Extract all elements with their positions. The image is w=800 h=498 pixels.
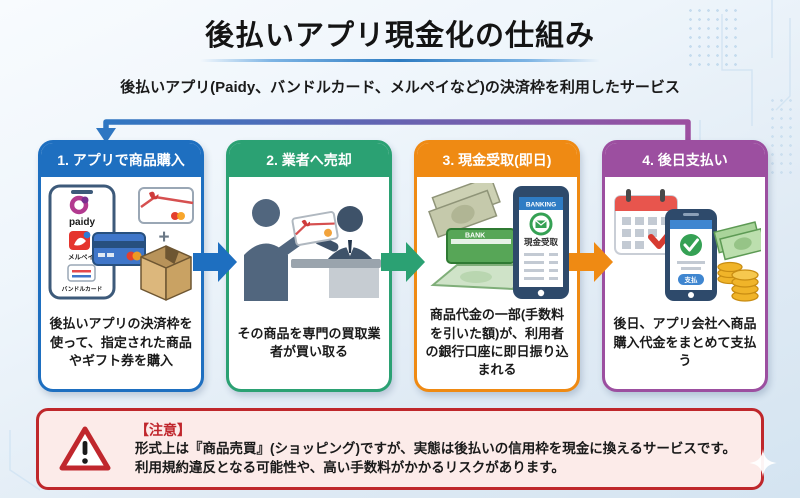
page-title: 後払いアプリ現金化の仕組み bbox=[204, 20, 595, 52]
step-1-title: 1. アプリで商品購入 bbox=[57, 152, 185, 168]
step-card-3: 3. 現金受取(即日) BANK bbox=[414, 140, 580, 392]
banking-phone-icon: BANKING 現金受取 bbox=[513, 186, 569, 299]
bank-passbook-label: BANK bbox=[465, 233, 485, 240]
step-arrow-3-icon bbox=[569, 242, 613, 282]
vandle-card-label: バンドルカード bbox=[62, 286, 103, 293]
step-4-illustration: 支払 bbox=[605, 177, 765, 305]
clerk-icon bbox=[314, 206, 374, 261]
package-box-icon bbox=[140, 245, 192, 301]
paidy-logo: paidy bbox=[69, 195, 96, 228]
step-4-header: 4. 後日支払い bbox=[605, 143, 765, 177]
step-3-illustration: BANK BANKING 現金受取 bbox=[417, 177, 577, 305]
step-4-description: 後日、アプリ会社へ商品購入代金をまとめて支払う bbox=[613, 316, 757, 369]
banking-app-label: BANKING bbox=[526, 202, 556, 209]
customer-icon bbox=[244, 199, 313, 301]
coin-stack-icon bbox=[717, 261, 759, 302]
title-underline bbox=[200, 59, 600, 62]
step-3-description: 商品代金の一部(手数料を引いた額)が、利用者の銀行口座に即日振り込まれる bbox=[425, 307, 569, 378]
gift-card-icon bbox=[291, 211, 339, 246]
caution-text-block: 【注意】 形式上は『商品売買』(ショッピング)ですが、実態は後払いの信用枠を現金… bbox=[135, 421, 736, 477]
step-1-description: 後払いアプリの決済枠を使って、指定された商品やギフト券を購入 bbox=[49, 316, 193, 369]
credit-card-icon bbox=[92, 232, 146, 266]
step-card-4: 4. 後日支払い bbox=[602, 140, 768, 392]
step-4-title: 4. 後日支払い bbox=[642, 152, 728, 168]
cash-receive-label: 現金受取 bbox=[524, 237, 559, 247]
step-card-1: 1. アプリで商品購入 paidy メルペイ bbox=[38, 140, 204, 392]
step-2-header: 2. 業者へ売却 bbox=[229, 143, 389, 177]
step-3-title: 3. 現金受取(即日) bbox=[442, 152, 552, 168]
caution-box: 【注意】 形式上は『商品売買』(ショッピング)ですが、実態は後払いの信用枠を現金… bbox=[36, 408, 764, 490]
step-2-illustration bbox=[229, 177, 389, 305]
bank-passbook-icon: BANK bbox=[430, 228, 527, 291]
pay-button-label: 支払 bbox=[684, 275, 699, 284]
plus-sign: + bbox=[158, 227, 169, 248]
step-arrow-1-icon bbox=[193, 242, 237, 282]
banknotes-icon bbox=[428, 183, 501, 239]
step-arrow-2-icon bbox=[381, 242, 425, 282]
payment-phone-icon: 支払 bbox=[665, 209, 717, 301]
caution-line-2: 利用規約違反となる可能性や、高い手数料がかかるリスクがあります。 bbox=[135, 460, 565, 475]
step-1-illustration: paidy メルペイ バンドルカード bbox=[41, 177, 201, 305]
merpay-logo-label: メルペイ bbox=[68, 253, 94, 261]
circuit-dots-decoration bbox=[768, 96, 794, 174]
step-card-2: 2. 業者へ売却 bbox=[226, 140, 392, 392]
gift-card-icon bbox=[138, 187, 194, 224]
caution-heading: 【注意】 bbox=[135, 422, 191, 438]
step-2-description: その商品を専門の買取業者が買い取る bbox=[237, 325, 381, 359]
step-3-header: 3. 現金受取(即日) bbox=[417, 143, 577, 177]
step-1-header: 1. アプリで商品購入 bbox=[41, 143, 201, 177]
page-subtitle: 後払いアプリ(Paidy、バンドルカード、メルペイなど)の決済枠を利用したサービ… bbox=[120, 79, 680, 96]
warning-triangle-icon bbox=[59, 426, 111, 471]
paidy-logo-label: paidy bbox=[69, 217, 96, 228]
vandle-card-logo: バンドルカード bbox=[62, 264, 103, 293]
step-2-title: 2. 業者へ売却 bbox=[266, 152, 352, 168]
merpay-logo: メルペイ bbox=[68, 231, 94, 261]
counter-icon bbox=[291, 259, 381, 298]
caution-line-1: 形式上は『商品売買』(ショッピング)ですが、実態は後払いの信用枠を現金に換えるサ… bbox=[135, 441, 736, 456]
banknotes-icon bbox=[713, 221, 761, 261]
